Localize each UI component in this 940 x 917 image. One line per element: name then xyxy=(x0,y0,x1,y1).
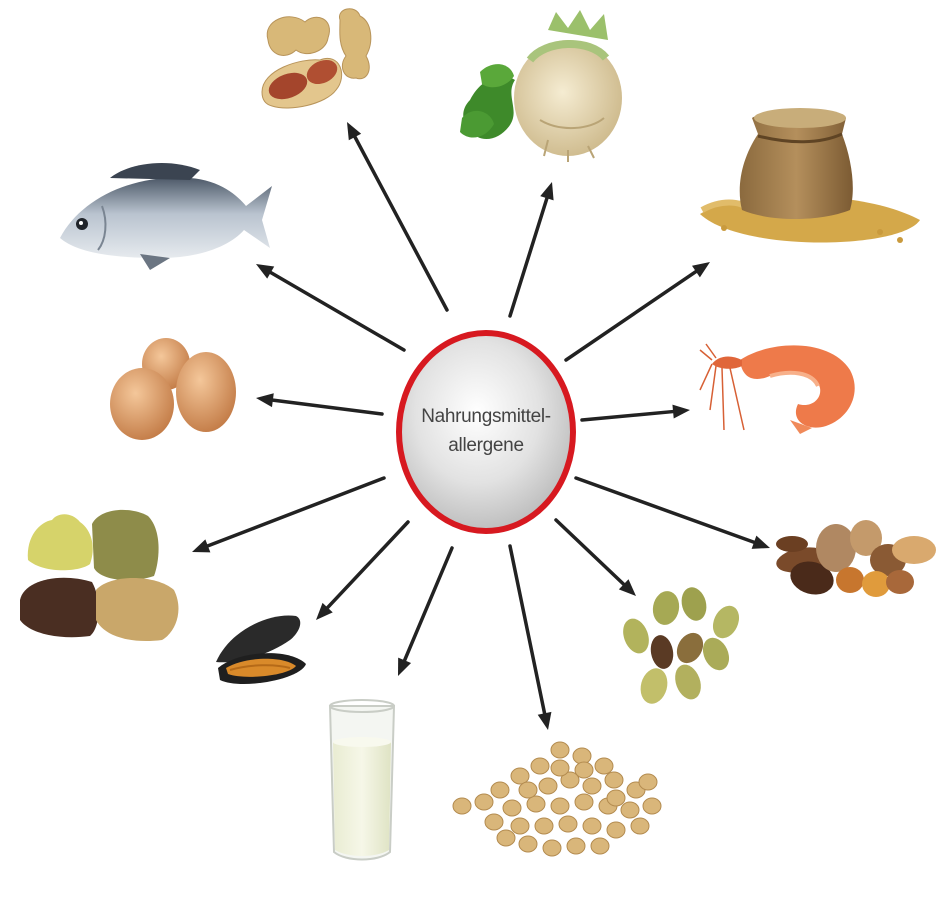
fish-icon xyxy=(60,163,272,270)
shrimp-icon xyxy=(700,344,855,434)
tree-nuts-icon xyxy=(774,520,936,599)
mussel-icon xyxy=(216,615,306,684)
celery-icon xyxy=(460,10,622,162)
arrow-12 xyxy=(256,264,404,350)
arrow-8 xyxy=(398,548,452,676)
grain-sack-icon xyxy=(700,108,920,243)
center-label: Nahrungsmittel- allergene xyxy=(400,402,572,460)
mustard-icon xyxy=(20,510,178,641)
arrow-11 xyxy=(256,393,382,414)
arrow-2 xyxy=(510,182,554,316)
arrow-10 xyxy=(192,478,384,552)
arrow-6 xyxy=(556,520,636,596)
cardamom-pods-icon xyxy=(619,584,744,706)
eggs-icon xyxy=(110,338,236,440)
arrow-7 xyxy=(510,546,551,730)
arrow-5 xyxy=(576,478,770,549)
peanut-icon xyxy=(262,9,371,108)
soybeans-icon xyxy=(453,742,661,856)
arrow-9 xyxy=(316,522,408,620)
center-label-line-2: allergene xyxy=(400,431,572,460)
milk-glass-icon xyxy=(330,700,394,860)
arrow-1 xyxy=(347,122,447,310)
arrow-4 xyxy=(582,405,690,420)
center-label-line-1: Nahrungsmittel- xyxy=(400,402,572,431)
arrow-3 xyxy=(566,262,710,360)
